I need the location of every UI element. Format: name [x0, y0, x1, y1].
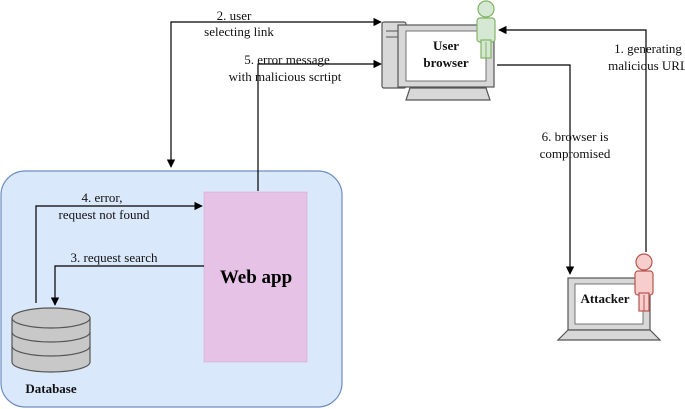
- web-app-node: Web app: [203, 191, 308, 363]
- desktop-computer-icon: [381, 21, 495, 101]
- laptop-icon: [556, 277, 662, 341]
- edge-2-label-line1: 2. user: [217, 8, 252, 23]
- edge-4-label-line2: request not found: [59, 207, 150, 222]
- edge-1-label-line1: 1. generating: [614, 41, 682, 56]
- edge-6-arrow: [497, 64, 575, 275]
- attacker-person-icon: [634, 253, 654, 312]
- edge-5-label-line1: 5. error message: [244, 52, 330, 67]
- edge-4-arrow: [35, 201, 203, 303]
- web-app-box: [203, 191, 308, 363]
- database-icon: [11, 307, 91, 373]
- edge-4-label-line1: 4. error,: [82, 190, 123, 205]
- edge-6-label-line1: 6. browser is: [542, 129, 609, 144]
- user-person-icon: [476, 0, 496, 59]
- user-browser-node: User browser: [381, 0, 496, 101]
- edge-1-arrow: [498, 25, 647, 252]
- database-node: Database: [11, 307, 91, 396]
- web-app-label: Web app: [220, 267, 292, 288]
- attacker-node: Attacker: [556, 253, 662, 341]
- edge-6-label-line2: compromised: [540, 146, 611, 161]
- database-label: Database: [25, 381, 77, 396]
- user-browser-label-line1: User: [433, 38, 459, 53]
- edge-5-arrow: [257, 59, 382, 191]
- user-browser-label-line2: browser: [423, 55, 468, 70]
- edge-5-label-line2: with malicious scrtipt: [229, 69, 342, 84]
- edge-2-label-line2: selecting link: [204, 24, 274, 39]
- edge-2-arrow: [166, 17, 382, 168]
- edge-3-label: 3. request search: [71, 250, 158, 265]
- attacker-label: Attacker: [580, 291, 629, 306]
- edge-1-label-line2: malicious URL: [608, 58, 685, 73]
- edge-3-arrow: [50, 265, 204, 306]
